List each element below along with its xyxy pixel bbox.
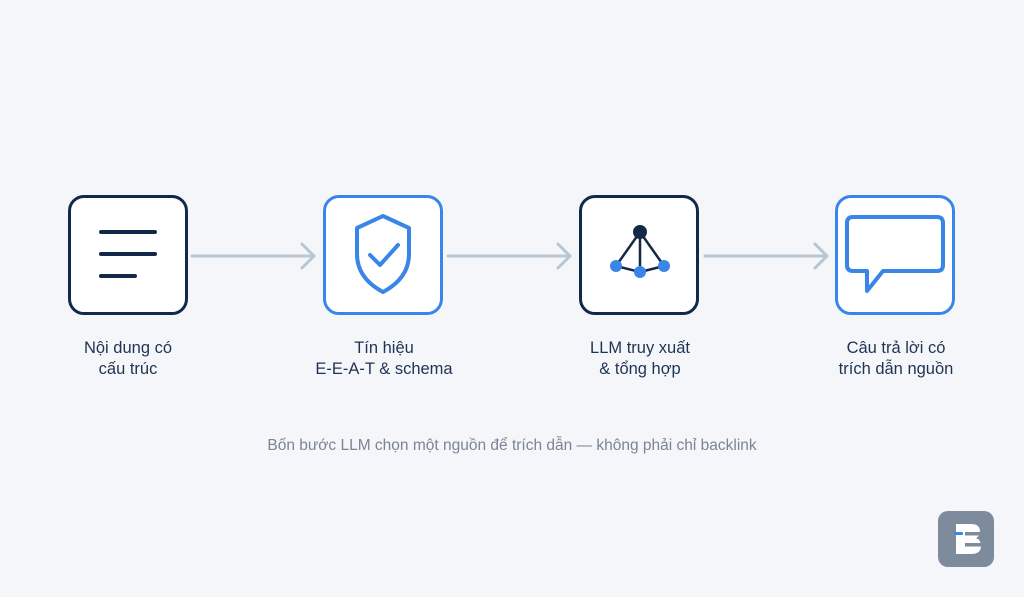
step-1-box <box>68 195 188 315</box>
step-2-box <box>323 195 443 315</box>
shield-check-icon <box>348 210 418 300</box>
step-1-label: Nội dung có cấu trúc <box>83 339 173 378</box>
arrow-right-icon <box>446 242 572 270</box>
step-3-label: LLM truy xuất & tổng hợp <box>590 339 690 378</box>
step-4-box <box>835 195 955 315</box>
step-3-box <box>579 195 699 315</box>
speech-bubble-icon <box>843 213 947 297</box>
network-nodes-icon <box>604 220 674 290</box>
brand-logo-icon <box>938 511 994 567</box>
document-lines-icon <box>93 220 163 290</box>
step-2-label: Tín hiệu E-E-A-T & schema <box>315 339 453 378</box>
diagram-caption: Bốn bước LLM chọn một nguồn để trích dẫn… <box>267 437 757 454</box>
step-4-label: Câu trả lời có trích dẫn nguồn <box>838 339 954 378</box>
arrow-right-icon <box>703 242 829 270</box>
arrow-right-icon <box>190 242 316 270</box>
